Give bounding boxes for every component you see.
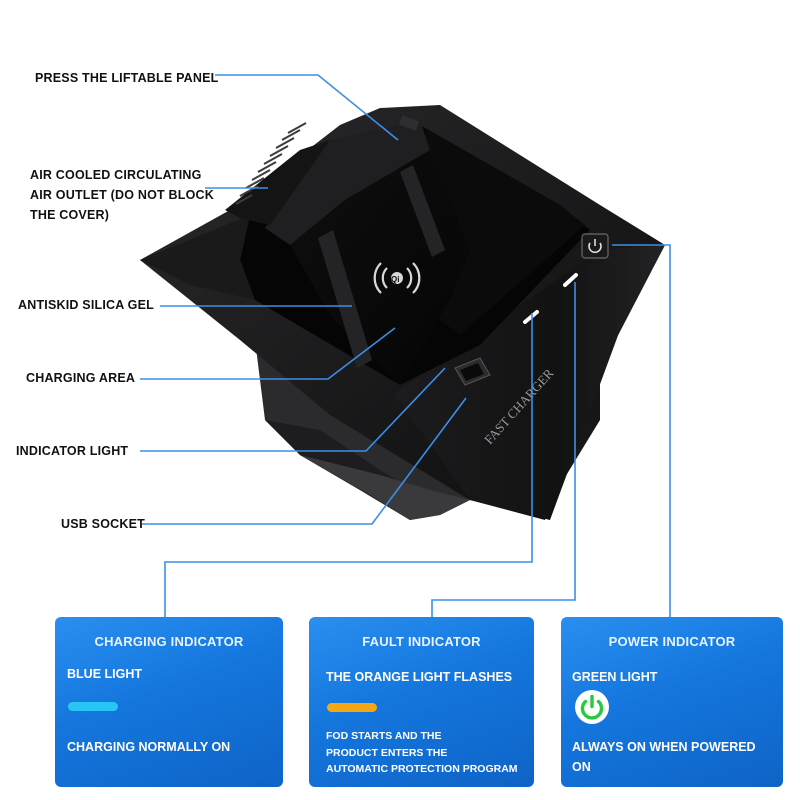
- charging-indicator-title: CHARGING INDICATOR: [94, 634, 244, 649]
- svg-text:Qi: Qi: [391, 275, 399, 284]
- charging-light-label: BLUE LIGHT: [67, 667, 142, 681]
- fault-description-line3: AUTOMATIC PROTECTION PROGRAM: [326, 763, 518, 775]
- usb-socket: [454, 357, 491, 386]
- charging-description: CHARGING NORMALLY ON: [67, 740, 231, 754]
- callout-air-outlet-line1: AIR COOLED CIRCULATING: [30, 168, 202, 182]
- callout-charging-area: CHARGING AREA: [26, 371, 136, 385]
- orange-light-swatch: [327, 703, 377, 712]
- power-description: ALWAYS ON WHEN POWERED ON: [572, 737, 756, 777]
- fault-description-line1: FOD STARTS AND THE: [326, 730, 442, 742]
- charging-pad: Qi: [290, 150, 470, 385]
- fault-indicator-title: FAULT INDICATOR: [362, 634, 481, 649]
- power-description-line2: ON: [572, 760, 591, 774]
- callout-air-outlet-line3: THE COVER): [30, 208, 110, 222]
- callout-indicator-light: INDICATOR LIGHT: [16, 444, 129, 458]
- leader-lines: [140, 74, 671, 617]
- power-indicator-title: POWER INDICATOR: [608, 634, 736, 649]
- callout-air-outlet: AIR COOLED CIRCULATING AIR OUTLET (DO NO…: [30, 165, 214, 225]
- callout-antiskid: ANTISKID SILICA GEL: [18, 298, 154, 312]
- fault-light-label: THE ORANGE LIGHT FLASHES: [326, 670, 513, 684]
- blue-light-swatch: [68, 702, 118, 711]
- wireless-charging-icon: [373, 262, 421, 294]
- callout-air-outlet-line2: AIR OUTLET (DO NOT BLOCK: [30, 188, 214, 202]
- indicator-lights: [523, 273, 578, 324]
- fault-indicator-card: FAULT INDICATOR THE ORANGE LIGHT FLASHES…: [309, 617, 534, 787]
- power-button: [581, 233, 609, 259]
- callout-usb-socket: USB SOCKET: [61, 517, 145, 531]
- liftable-panel: [225, 115, 430, 245]
- charging-indicator-card: CHARGING INDICATOR BLUE LIGHT CHARGING N…: [55, 617, 283, 787]
- power-indicator-card: POWER INDICATOR GREEN LIGHT ALWAYS ON WH…: [561, 617, 783, 787]
- fault-description-line2: PRODUCT ENTERS THE: [326, 746, 448, 759]
- fault-description: FOD STARTS AND THE PRODUCT ENTERS THE AU…: [326, 728, 518, 778]
- power-description-line1: ALWAYS ON WHEN POWERED: [572, 740, 756, 754]
- power-light-label: GREEN LIGHT: [572, 670, 658, 684]
- callout-liftable-panel: PRESS THE LIFTABLE PANEL: [35, 71, 219, 85]
- power-icon: [575, 690, 609, 724]
